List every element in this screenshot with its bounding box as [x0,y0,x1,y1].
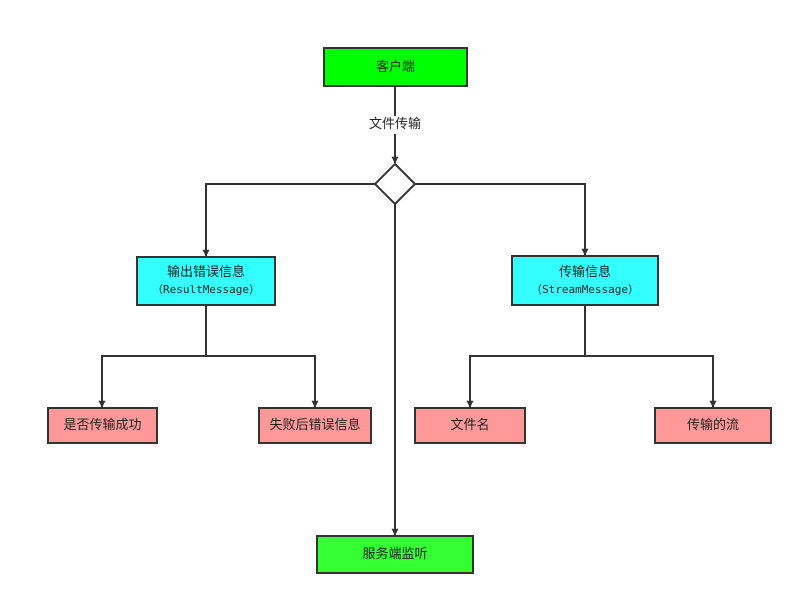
node-server-listen: 服务端监听 [316,535,474,574]
node-stream-info-sublabel: （StreamMessage） [530,282,640,296]
node-failure-error: 失败后错误信息 [258,407,372,444]
node-client: 客户端 [323,47,468,87]
node-stream-info-label: 传输信息 [558,264,611,280]
node-transfer-success-label: 是否传输成功 [63,418,142,433]
node-transfer-stream: 传输的流 [654,407,772,444]
node-error-info-label: 输出错误信息 [166,265,245,280]
node-client-label: 客户端 [375,59,415,75]
edge-label-file-transfer: 文件传输 [367,116,424,134]
edge-stream-info-to-transfer-stream [585,355,717,408]
node-file-name-label: 文件名 [450,418,490,433]
edge-decision-to-error-info [202,183,375,257]
node-server-listen-label: 服务端监听 [362,547,428,562]
node-error-info-sublabel: （ResultMessage） [151,283,261,296]
edge-stream-info-to-file-name [466,355,585,408]
node-transfer-success: 是否传输成功 [47,407,158,444]
node-stream-info: 传输信息 （StreamMessage） [511,255,659,306]
edge-error-info-to-transfer-success [98,355,206,408]
edge-error-info-to-failure-error [206,355,319,408]
node-error-info: 输出错误信息 （ResultMessage） [136,256,276,306]
node-transfer-stream-label: 传输的流 [686,418,739,433]
edge-decision-to-stream-info [415,183,589,256]
node-file-name: 文件名 [414,407,526,444]
decision-diamond [373,162,417,206]
node-failure-error-label: 失败后错误信息 [269,418,361,433]
